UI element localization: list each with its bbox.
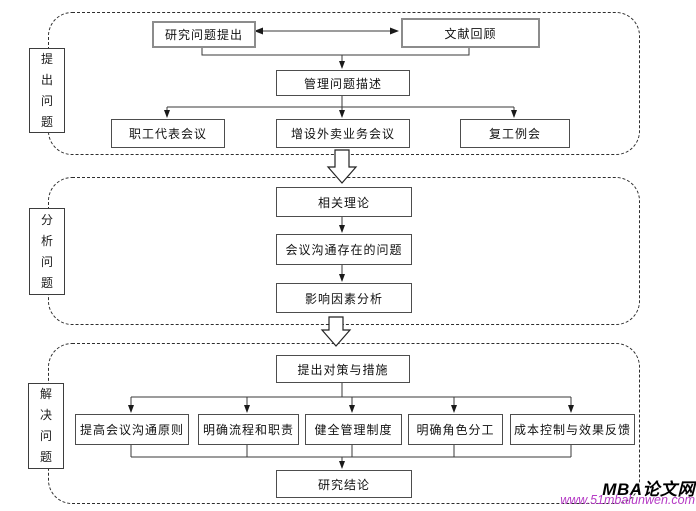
flow-box-staff-rep-meeting: 职工代表会议	[111, 119, 225, 148]
merge-connector	[201, 44, 470, 56]
watermark-url: www.51mbalunwen.com	[560, 493, 695, 507]
watermark-brand: MBA论文网	[602, 480, 695, 499]
section1-connectors	[164, 27, 517, 118]
flow-box-research-question: 研究问题提出	[152, 21, 256, 48]
section3-connectors	[128, 381, 574, 469]
arrow-right-icon	[390, 27, 399, 35]
flow-box-communication-problems: 会议沟通存在的问题	[276, 234, 412, 265]
flow-box-related-theory: 相关理论	[276, 187, 412, 217]
side-label-solve-problem: 解决问题	[28, 383, 64, 469]
flow-box-countermeasures: 提出对策与措施	[276, 355, 410, 383]
flow-box-literature-review: 文献回顾	[401, 18, 540, 48]
flow-box-clarify-roles: 明确角色分工	[408, 414, 503, 445]
flow-box-work-resumption-meeting: 复工例会	[460, 119, 570, 148]
flow-box-management-problem: 管理问题描述	[276, 70, 410, 96]
arrow-left-icon	[254, 27, 263, 35]
side-label-text: 分析问题	[41, 212, 54, 290]
block-arrow-down-icon	[326, 149, 358, 184]
flow-box-research-conclusion: 研究结论	[276, 470, 412, 498]
side-label-analyze-problem: 分析问题	[29, 208, 65, 295]
side-label-text: 解决问题	[40, 387, 53, 464]
flow-box-improve-principles: 提高会议沟通原则	[75, 414, 189, 445]
side-label-raise-problem: 提出问题	[29, 48, 65, 133]
flow-box-takeout-business-meeting: 增设外卖业务会议	[276, 119, 410, 148]
block-arrow-down-icon	[320, 316, 352, 347]
flow-box-influencing-factors: 影响因素分析	[276, 283, 412, 313]
flow-box-clarify-process: 明确流程和职责	[198, 414, 299, 445]
flow-box-cost-feedback: 成本控制与效果反馈	[510, 414, 635, 445]
side-label-text: 提出问题	[41, 51, 54, 129]
flow-box-sound-system: 健全管理制度	[305, 414, 402, 445]
